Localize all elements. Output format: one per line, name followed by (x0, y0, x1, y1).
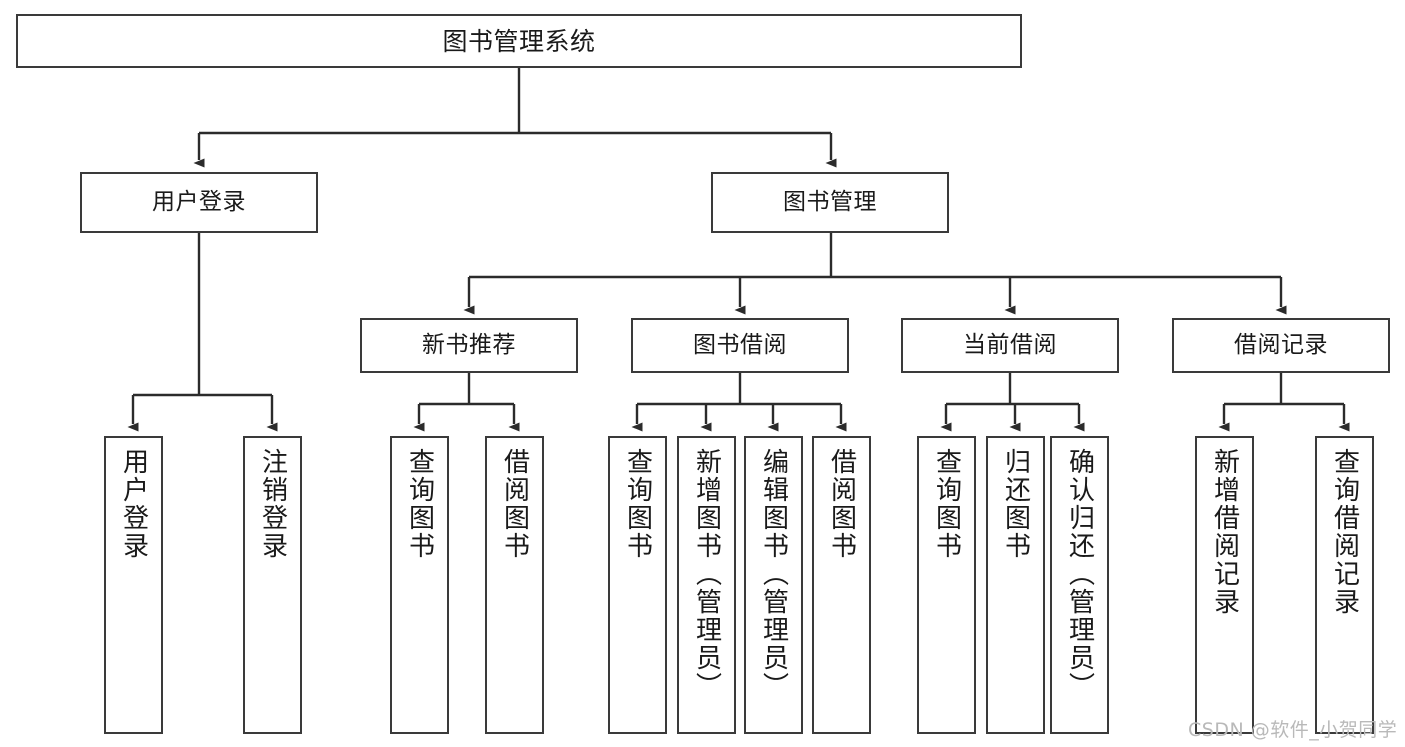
node-label: 图书借阅 (693, 332, 787, 359)
leaf-borrow-add-book-admin[interactable]: 新增图书（管理员） (677, 436, 736, 734)
node-label: 查询图书 (622, 448, 653, 560)
leaf-current-query-book[interactable]: 查询图书 (917, 436, 976, 734)
node-book-management[interactable]: 图书管理 (711, 172, 949, 233)
node-label: 图书管理 (783, 189, 877, 216)
node-label: 借阅图书 (499, 448, 530, 560)
csdn-watermark: CSDN @软件_小贺同学 (1188, 719, 1398, 741)
node-label: 查询图书 (404, 448, 435, 560)
node-root-system[interactable]: 图书管理系统 (16, 14, 1022, 68)
leaf-user-login[interactable]: 用户登录 (104, 436, 163, 734)
node-label: 新书推荐 (422, 332, 516, 359)
leaf-recommend-query-book[interactable]: 查询图书 (390, 436, 449, 734)
node-label: 借阅图书 (826, 448, 857, 560)
node-new-book-recommend[interactable]: 新书推荐 (360, 318, 578, 373)
leaf-borrow-query-book[interactable]: 查询图书 (608, 436, 667, 734)
node-current-borrow[interactable]: 当前借阅 (901, 318, 1119, 373)
node-label: 归还图书 (1000, 448, 1031, 560)
node-label: 新增借阅记录 (1209, 448, 1240, 616)
node-label: 注销登录 (257, 448, 288, 560)
node-label: 确认归还（管理员） (1064, 448, 1095, 700)
node-borrow-record[interactable]: 借阅记录 (1172, 318, 1390, 373)
node-label: 编辑图书（管理员） (758, 448, 789, 700)
node-label: 用户登录 (118, 448, 149, 560)
node-label: 查询图书 (931, 448, 962, 560)
node-label: 新增图书（管理员） (691, 448, 722, 700)
leaf-record-query-record[interactable]: 查询借阅记录 (1315, 436, 1374, 734)
node-label: 借阅记录 (1234, 332, 1328, 359)
node-book-borrow[interactable]: 图书借阅 (631, 318, 849, 373)
leaf-current-return-book[interactable]: 归还图书 (986, 436, 1045, 734)
leaf-borrow-edit-book-admin[interactable]: 编辑图书（管理员） (744, 436, 803, 734)
node-label: 图书管理系统 (442, 26, 596, 56)
leaf-record-add-record[interactable]: 新增借阅记录 (1195, 436, 1254, 734)
node-user-login[interactable]: 用户登录 (80, 172, 318, 233)
leaf-recommend-borrow-book[interactable]: 借阅图书 (485, 436, 544, 734)
node-label: 用户登录 (152, 189, 246, 216)
leaf-user-logout[interactable]: 注销登录 (243, 436, 302, 734)
node-label: 当前借阅 (963, 332, 1057, 359)
node-label: 查询借阅记录 (1329, 448, 1360, 616)
leaf-current-confirm-return-admin[interactable]: 确认归还（管理员） (1050, 436, 1109, 734)
leaf-borrow-borrow-book[interactable]: 借阅图书 (812, 436, 871, 734)
